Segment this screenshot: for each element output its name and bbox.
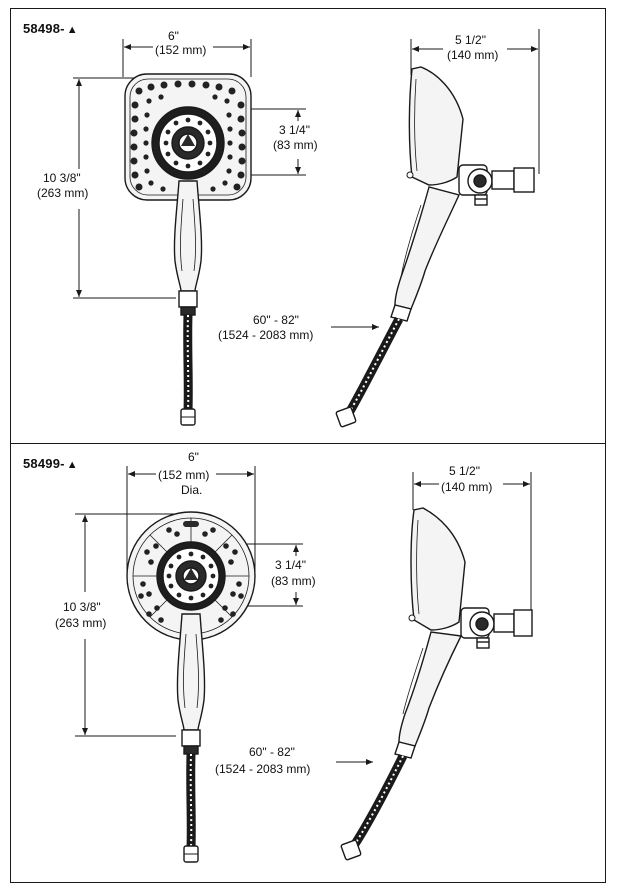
triangle-icon: ▲ xyxy=(66,459,78,471)
shower-drawing-square xyxy=(73,29,540,428)
height-mm: (263 mm) xyxy=(53,616,109,631)
width-inches: 6" xyxy=(186,450,201,465)
depth-inches: 5 1/2" xyxy=(447,464,482,479)
width-mm: (152 mm) xyxy=(156,468,212,483)
height-inches: 10 3/8" xyxy=(61,600,103,615)
height-inches: 10 3/8" xyxy=(41,171,83,186)
figure-58499: 58499-▲ xyxy=(10,443,606,883)
face-inches: 3 1/4" xyxy=(273,558,308,573)
depth-mm: (140 mm) xyxy=(439,480,495,495)
triangle-icon: ▲ xyxy=(66,24,78,36)
figure-58498: 58498-▲ xyxy=(10,8,606,444)
face-inches: 3 1/4" xyxy=(277,123,312,138)
hose-mm: (1524 - 2083 mm) xyxy=(216,328,316,343)
hose-inches: 60" - 82" xyxy=(247,745,297,760)
width-inches: 6" xyxy=(166,29,181,44)
hose-mm: (1524 - 2083 mm) xyxy=(213,762,313,777)
width-note: Dia. xyxy=(179,483,205,498)
hose-inches: 60" - 82" xyxy=(251,313,301,328)
depth-mm: (140 mm) xyxy=(445,48,501,63)
model-number: 58499-▲ xyxy=(23,456,78,471)
face-mm: (83 mm) xyxy=(269,574,318,589)
face-mm: (83 mm) xyxy=(271,138,320,153)
shower-drawing-round xyxy=(75,466,533,863)
model-number: 58498-▲ xyxy=(23,21,78,36)
depth-inches: 5 1/2" xyxy=(453,33,488,48)
width-mm: (152 mm) xyxy=(153,43,209,58)
height-mm: (263 mm) xyxy=(35,186,91,201)
